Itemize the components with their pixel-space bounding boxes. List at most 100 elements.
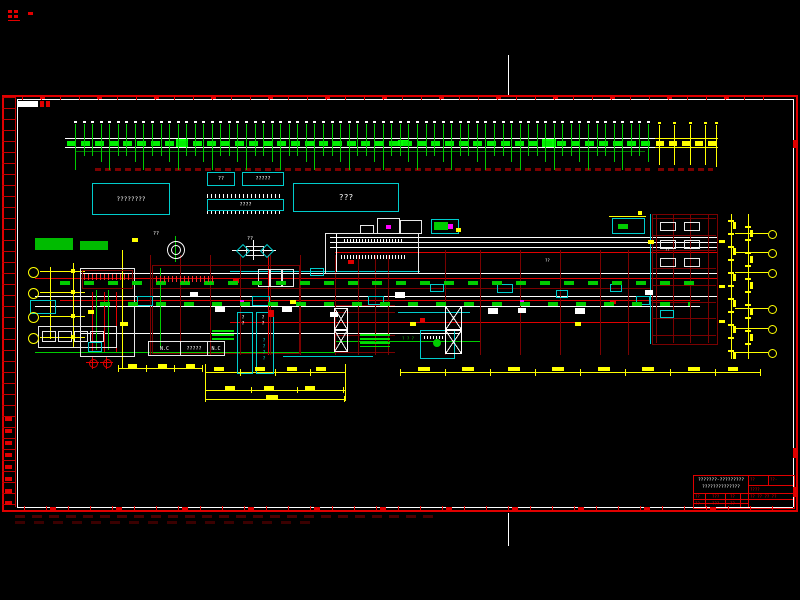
conveyor-column-line — [571, 124, 572, 156]
drawing-shape — [418, 367, 430, 371]
conveyor-column-tick — [142, 121, 145, 123]
tick-mark — [24, 506, 25, 511]
drawing-shape — [258, 269, 270, 287]
conveyor-column-line — [152, 124, 153, 156]
drawing-shape — [360, 225, 374, 234]
conveyor-column-line — [639, 124, 640, 156]
tick-mark — [2, 108, 15, 109]
tick-mark — [2, 471, 15, 472]
tick-mark — [211, 96, 216, 99]
tick-mark — [248, 507, 254, 510]
drawing-shape — [205, 390, 345, 391]
tick-mark — [733, 248, 736, 255]
conveyor-column-line — [118, 124, 119, 156]
drawing-shape — [652, 218, 716, 219]
tick-mark — [344, 396, 345, 402]
drawing-shape — [35, 352, 340, 353]
conveyor-column-tick — [459, 121, 462, 123]
drawing-shape — [609, 216, 646, 217]
drawing-shape — [652, 268, 716, 269]
drawing-shape — [684, 240, 700, 249]
tick-mark — [728, 506, 729, 511]
drawing-shape — [793, 140, 797, 148]
grid-bubble — [768, 349, 777, 358]
tick-mark — [552, 506, 553, 511]
drawing-shape — [575, 322, 581, 326]
drawing-shape — [232, 250, 276, 251]
drawing-shape — [618, 224, 628, 229]
conveyor-column-tick — [613, 121, 616, 123]
drawing-shape — [488, 308, 498, 314]
tick-mark — [2, 174, 15, 175]
legend-box-left: ???????? — [92, 183, 170, 215]
tick-mark — [297, 387, 298, 393]
conveyor-column-line — [614, 124, 615, 162]
tick-mark — [445, 369, 446, 376]
drawing-shape — [796, 95, 798, 512]
drawing-shape — [508, 513, 509, 546]
drawing-shape — [65, 147, 657, 148]
drawing-shape — [598, 367, 610, 371]
conveyor-column-line — [314, 124, 315, 170]
tick-mark — [345, 369, 346, 376]
tick-mark — [118, 365, 119, 372]
drawing-shape — [690, 214, 691, 343]
conveyor-column-tick — [399, 121, 402, 123]
drawing-shape — [660, 222, 676, 231]
tick-mark — [2, 394, 15, 395]
conveyor-column-line — [203, 124, 204, 162]
grid-bubble — [89, 359, 98, 368]
tick-mark — [478, 95, 479, 100]
conveyor-column-tick — [339, 121, 342, 123]
tick-mark — [733, 326, 736, 333]
tick-mark — [573, 95, 574, 100]
drawing-shape — [71, 290, 75, 294]
drawing-shape — [704, 122, 707, 124]
conveyor-column-line — [220, 124, 221, 156]
drawing-shape — [92, 292, 93, 352]
tick-mark — [772, 506, 773, 511]
drawing-shape — [431, 219, 459, 234]
conveyor-column-line — [237, 124, 238, 162]
drawing-shape — [230, 322, 650, 323]
tick-mark — [5, 477, 12, 481]
drawing-shape — [400, 220, 422, 234]
drawing-shape — [508, 367, 520, 371]
conveyor-column-line — [468, 124, 469, 156]
tick-mark — [596, 506, 597, 511]
tick-mark — [710, 507, 716, 510]
conveyor-column-line — [246, 124, 247, 170]
drawing-shape — [689, 122, 692, 124]
tick-mark — [745, 291, 751, 293]
tick-mark — [2, 350, 15, 351]
tick-mark — [630, 95, 631, 100]
drawing-shape — [652, 318, 716, 319]
tick-mark — [382, 96, 387, 99]
drawing-shape — [395, 292, 405, 298]
drawing-shape — [398, 312, 470, 313]
drawing-shape — [156, 276, 214, 282]
tick-mark — [364, 95, 365, 100]
drawing-shape — [658, 168, 713, 171]
conveyor-column-line — [477, 124, 478, 162]
tick-mark — [724, 96, 729, 99]
conveyor-column-line — [554, 124, 555, 170]
tick-mark — [40, 96, 45, 99]
drawing-shape — [268, 310, 274, 317]
tick-mark — [288, 95, 289, 100]
conveyor-column-line — [562, 124, 563, 156]
tick-mark — [310, 506, 311, 511]
drawing-shape — [207, 210, 282, 214]
conveyor-column-tick — [502, 121, 505, 123]
conveyor-column-tick — [245, 121, 248, 123]
title-block-cell: ??- — [770, 477, 778, 482]
tick-mark — [2, 449, 15, 450]
drawing-shape — [150, 288, 650, 289]
nc-box-left-label: N.C — [159, 345, 170, 352]
annotation-text: ?? — [545, 258, 550, 263]
drawing-shape — [638, 211, 642, 215]
tick-mark — [275, 369, 276, 376]
tick-mark — [750, 282, 753, 289]
nc-box-mid: ????? — [180, 341, 208, 356]
legend-box-right: ??? — [293, 183, 399, 212]
